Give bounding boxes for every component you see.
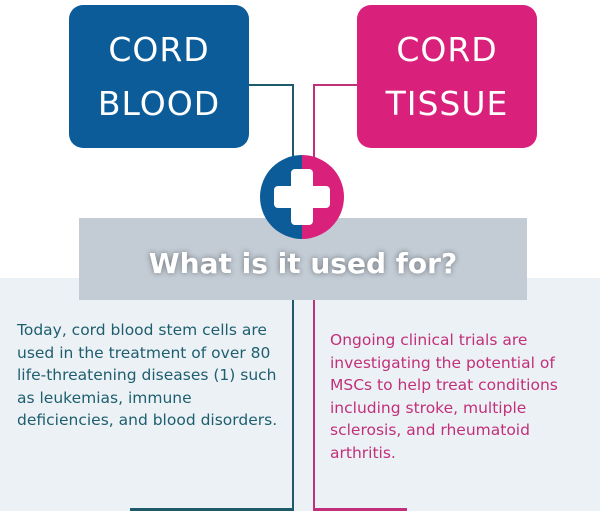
blue-connector-horizontal — [249, 84, 294, 86]
cord-blood-line1: CORD — [108, 29, 210, 69]
pink-connector-horizontal — [313, 84, 358, 86]
cord-tissue-line1: CORD — [396, 29, 498, 69]
content-panel — [0, 278, 600, 511]
cord-blood-description: Today, cord blood stem cells are used in… — [17, 321, 278, 429]
cord-blood-line2: BLOOD — [97, 83, 221, 123]
section-title: What is it used for? — [148, 247, 458, 280]
cord-tissue-box: CORD TISSUE — [357, 5, 537, 148]
blue-bottom-rule — [130, 508, 294, 511]
medical-cross-icon — [260, 155, 344, 239]
cord-blood-box: CORD BLOOD — [69, 5, 249, 148]
cord-tissue-line2: TISSUE — [385, 83, 509, 123]
pink-bottom-rule — [313, 508, 407, 511]
cord-tissue-description: Ongoing clinical trials are investigatin… — [330, 331, 558, 462]
